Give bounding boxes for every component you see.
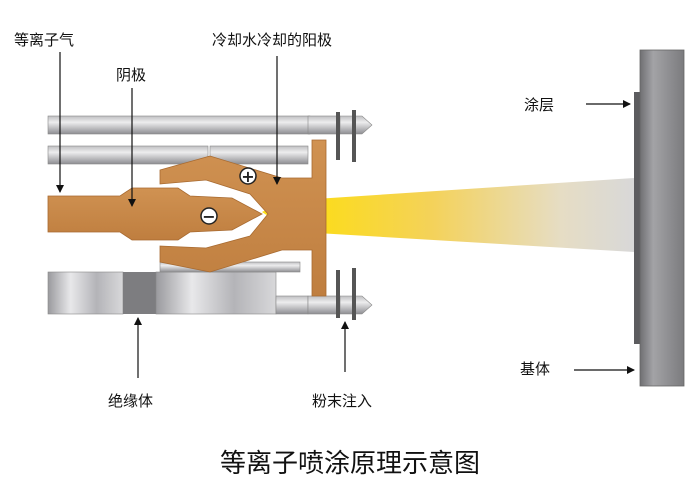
svg-text:+: + [241, 167, 254, 186]
label-substrate: 基体 [520, 360, 550, 378]
label-plasma-gas: 等离子气 [14, 31, 74, 49]
label-coating: 涂层 [524, 96, 554, 114]
powder-injector-top [307, 110, 373, 162]
negative-symbol: − [200, 207, 218, 226]
label-water-cooled-anode: 冷却水冷却的阳极 [212, 31, 332, 49]
plasma-flame [268, 178, 634, 252]
cathode [47, 187, 263, 241]
anode [159, 139, 327, 297]
upper-housing [47, 115, 311, 165]
label-cathode: 阴极 [116, 66, 146, 84]
coating-layer [634, 92, 640, 344]
positive-symbol: + [239, 167, 257, 186]
insulator-block [123, 272, 156, 314]
diagram-caption: 等离子喷涂原理示意图 [220, 449, 480, 479]
leader-lines [56, 52, 635, 378]
substrate [634, 49, 685, 387]
label-powder-injection: 粉末注入 [312, 392, 372, 410]
lower-housing [47, 261, 309, 315]
label-insulator: 绝缘体 [108, 392, 153, 410]
svg-text:−: − [202, 207, 215, 226]
